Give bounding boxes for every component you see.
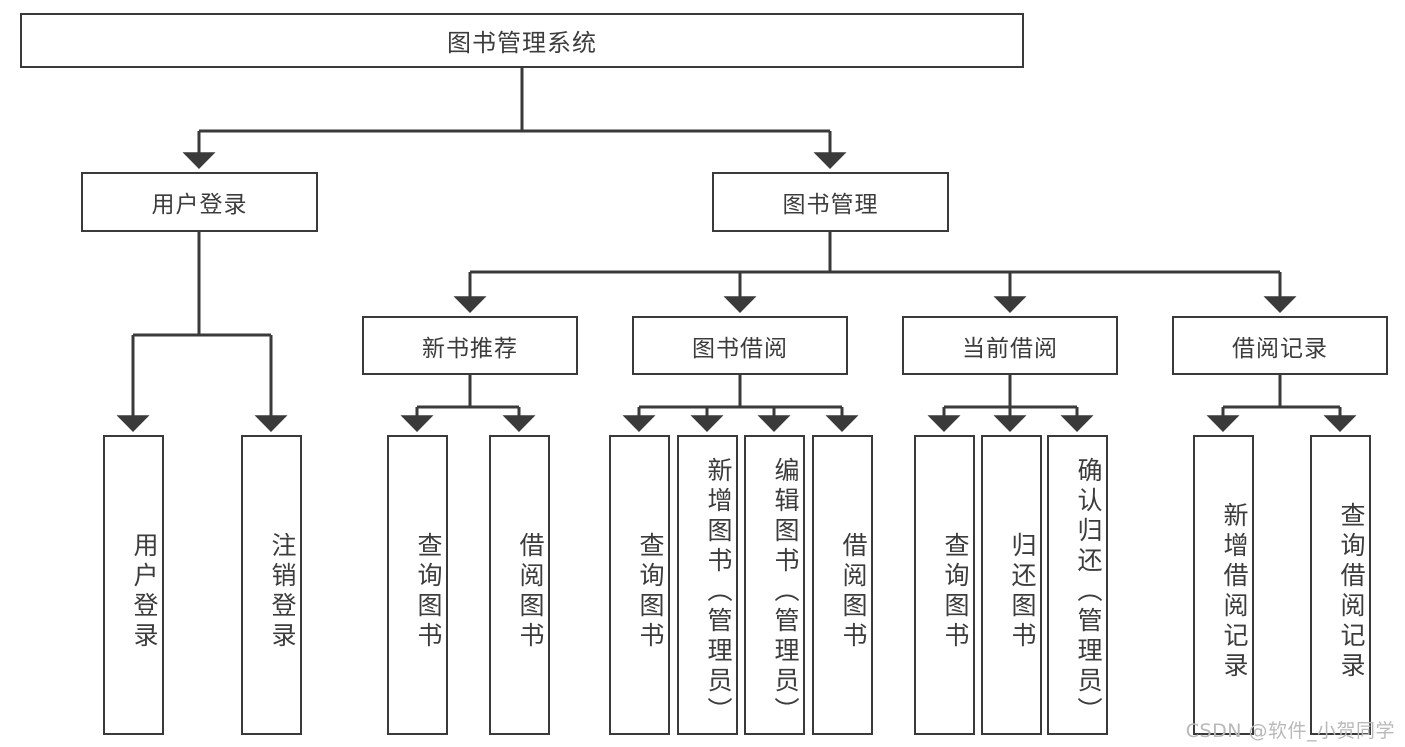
node-leaf-query-book-1[interactable]: 查询图书 <box>387 435 448 735</box>
node-leaf-query-record[interactable]: 查询借阅记录 <box>1310 435 1371 735</box>
node-new-book-rec[interactable]: 新书推荐 <box>362 316 578 375</box>
node-label: 当前借阅 <box>962 335 1058 362</box>
node-label: 新增图书（管理员） <box>704 457 733 727</box>
node-label: 查询借阅记录 <box>1337 502 1366 682</box>
node-label: 图书借阅 <box>692 335 788 362</box>
node-label: 用户登录 <box>151 192 248 218</box>
node-label: 确认归还（管理员） <box>1074 457 1103 727</box>
node-leaf-query-book-2[interactable]: 查询图书 <box>609 435 670 735</box>
node-label: 归还图书 <box>1008 532 1037 652</box>
node-leaf-edit-book[interactable]: 编辑图书（管理员） <box>744 435 805 735</box>
node-leaf-add-record[interactable]: 新增借阅记录 <box>1193 435 1254 735</box>
node-leaf-query-book-3[interactable]: 查询图书 <box>914 435 975 735</box>
node-label: 新增借阅记录 <box>1220 502 1249 682</box>
node-leaf-borrow-book-1[interactable]: 借阅图书 <box>489 435 550 735</box>
node-leaf-confirm-return[interactable]: 确认归还（管理员） <box>1047 435 1108 735</box>
node-label: 图书管理 <box>782 192 879 218</box>
node-leaf-logout[interactable]: 注销登录 <box>241 435 302 735</box>
node-label: 借阅图书 <box>516 532 545 652</box>
node-label: 查询图书 <box>941 532 970 652</box>
node-label: 借阅记录 <box>1232 335 1328 362</box>
node-label: 查询图书 <box>414 532 443 652</box>
node-leaf-return-book[interactable]: 归还图书 <box>981 435 1042 735</box>
node-label: 用户登录 <box>130 532 159 652</box>
node-label: 查询图书 <box>636 532 665 652</box>
node-current-borrow[interactable]: 当前借阅 <box>902 316 1118 375</box>
node-label: 注销登录 <box>268 532 297 652</box>
node-label: 新书推荐 <box>422 335 518 362</box>
node-book-manage[interactable]: 图书管理 <box>712 172 949 232</box>
node-leaf-user-login[interactable]: 用户登录 <box>103 435 164 735</box>
node-book-borrow[interactable]: 图书借阅 <box>632 316 848 375</box>
node-borrow-record[interactable]: 借阅记录 <box>1172 316 1388 375</box>
watermark: CSDN @软件_小贺同学 <box>1185 720 1395 742</box>
node-leaf-borrow-book-2[interactable]: 借阅图书 <box>812 435 873 735</box>
node-label: 图书管理系统 <box>447 29 597 57</box>
node-label: 借阅图书 <box>839 532 868 652</box>
node-user-login[interactable]: 用户登录 <box>81 172 318 232</box>
node-leaf-add-book[interactable]: 新增图书（管理员） <box>677 435 738 735</box>
node-root-system[interactable]: 图书管理系统 <box>20 13 1024 68</box>
node-label: 编辑图书（管理员） <box>771 457 800 727</box>
